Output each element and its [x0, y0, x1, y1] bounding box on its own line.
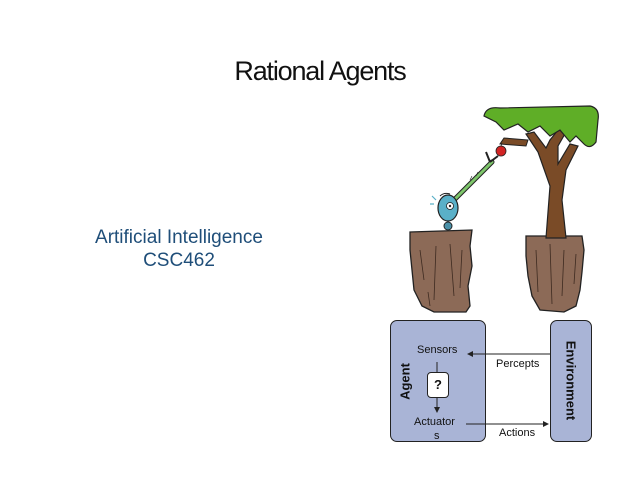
environment-label: Environment: [563, 340, 579, 421]
actions-label: Actions: [499, 427, 536, 439]
tree-trunk: [525, 129, 579, 239]
robot-gripper: [485, 151, 499, 163]
tree-foliage: [483, 105, 599, 148]
diagram-arrows: [434, 351, 550, 427]
percepts-label: Percepts: [496, 358, 540, 370]
agent-environment-diagram: Sensors ? Actuator s Percepts Actions Ag…: [386, 316, 596, 446]
course-name: Artificial Intelligence: [95, 227, 263, 248]
slide-subtitle: Artificial Intelligence CSC462: [70, 226, 288, 272]
robot-reaching-apple-illustration: [409, 105, 599, 313]
unknown-decision-box: ?: [427, 372, 449, 398]
apple-icon: [495, 145, 507, 157]
agent-label: Agent: [397, 363, 413, 400]
environment-box: [550, 320, 592, 442]
sensors-label: Sensors: [417, 344, 458, 356]
actuators-label: Actuator: [414, 416, 455, 428]
right-cliff: [525, 235, 585, 313]
actuators-label-wrap: s: [434, 430, 440, 442]
course-code: CSC462: [143, 250, 215, 271]
slide-title: Rational Agents: [234, 56, 406, 86]
tree-branch: [499, 137, 529, 147]
robot-wheel: [443, 221, 453, 231]
left-cliff: [409, 229, 473, 313]
